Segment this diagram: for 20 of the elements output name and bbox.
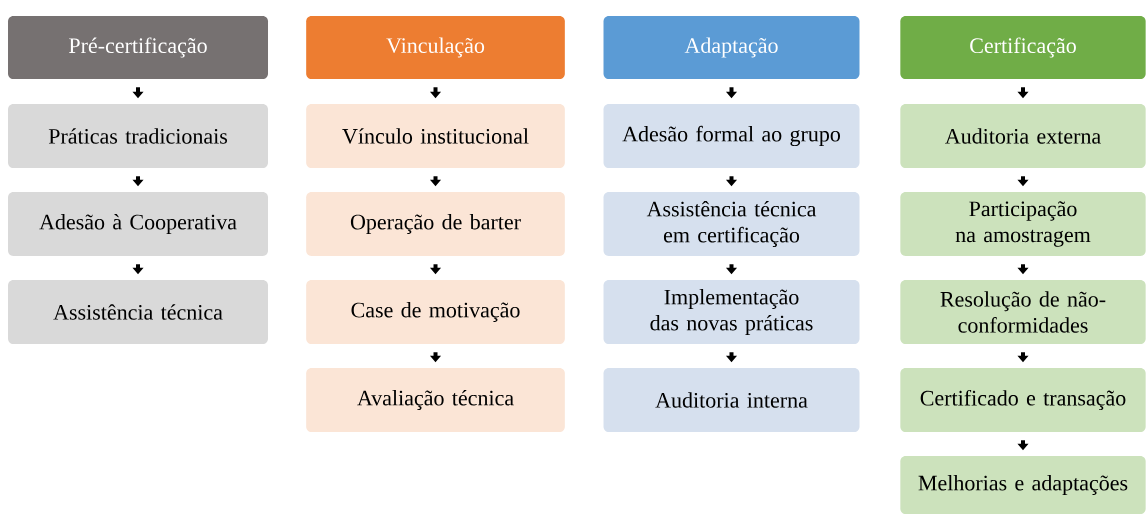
step-box: Operação de barter (306, 192, 565, 256)
step-box: Melhorias e adaptações (900, 456, 1146, 514)
header-box: Pré-certificação (8, 16, 268, 79)
step-box: Resolução de não-conformidades (900, 280, 1146, 344)
header-box: Adaptação (603, 16, 860, 79)
step-box: Participação na amostragem (900, 192, 1146, 256)
step-box: Adesão formal ao grupo (603, 104, 860, 168)
step-box: Adesão à Cooperativa (8, 192, 268, 256)
step-box: Implementação das novas práticas (603, 280, 860, 344)
header-box: Certificação (900, 16, 1146, 79)
step-box: Case de motivação (306, 280, 565, 344)
step-box: Auditoria interna (603, 368, 860, 432)
step-box: Auditoria externa (900, 104, 1146, 168)
step-box: Assistência técnica (8, 280, 268, 344)
step-box: Vínculo institucional (306, 104, 565, 168)
step-box: Práticas tradicionais (8, 104, 268, 168)
step-box: Avaliação técnica (306, 368, 565, 432)
header-box: Vinculação (306, 16, 565, 79)
step-box: Assistência técnica em certificação (603, 192, 860, 256)
step-box: Certificado e transação (900, 368, 1146, 432)
